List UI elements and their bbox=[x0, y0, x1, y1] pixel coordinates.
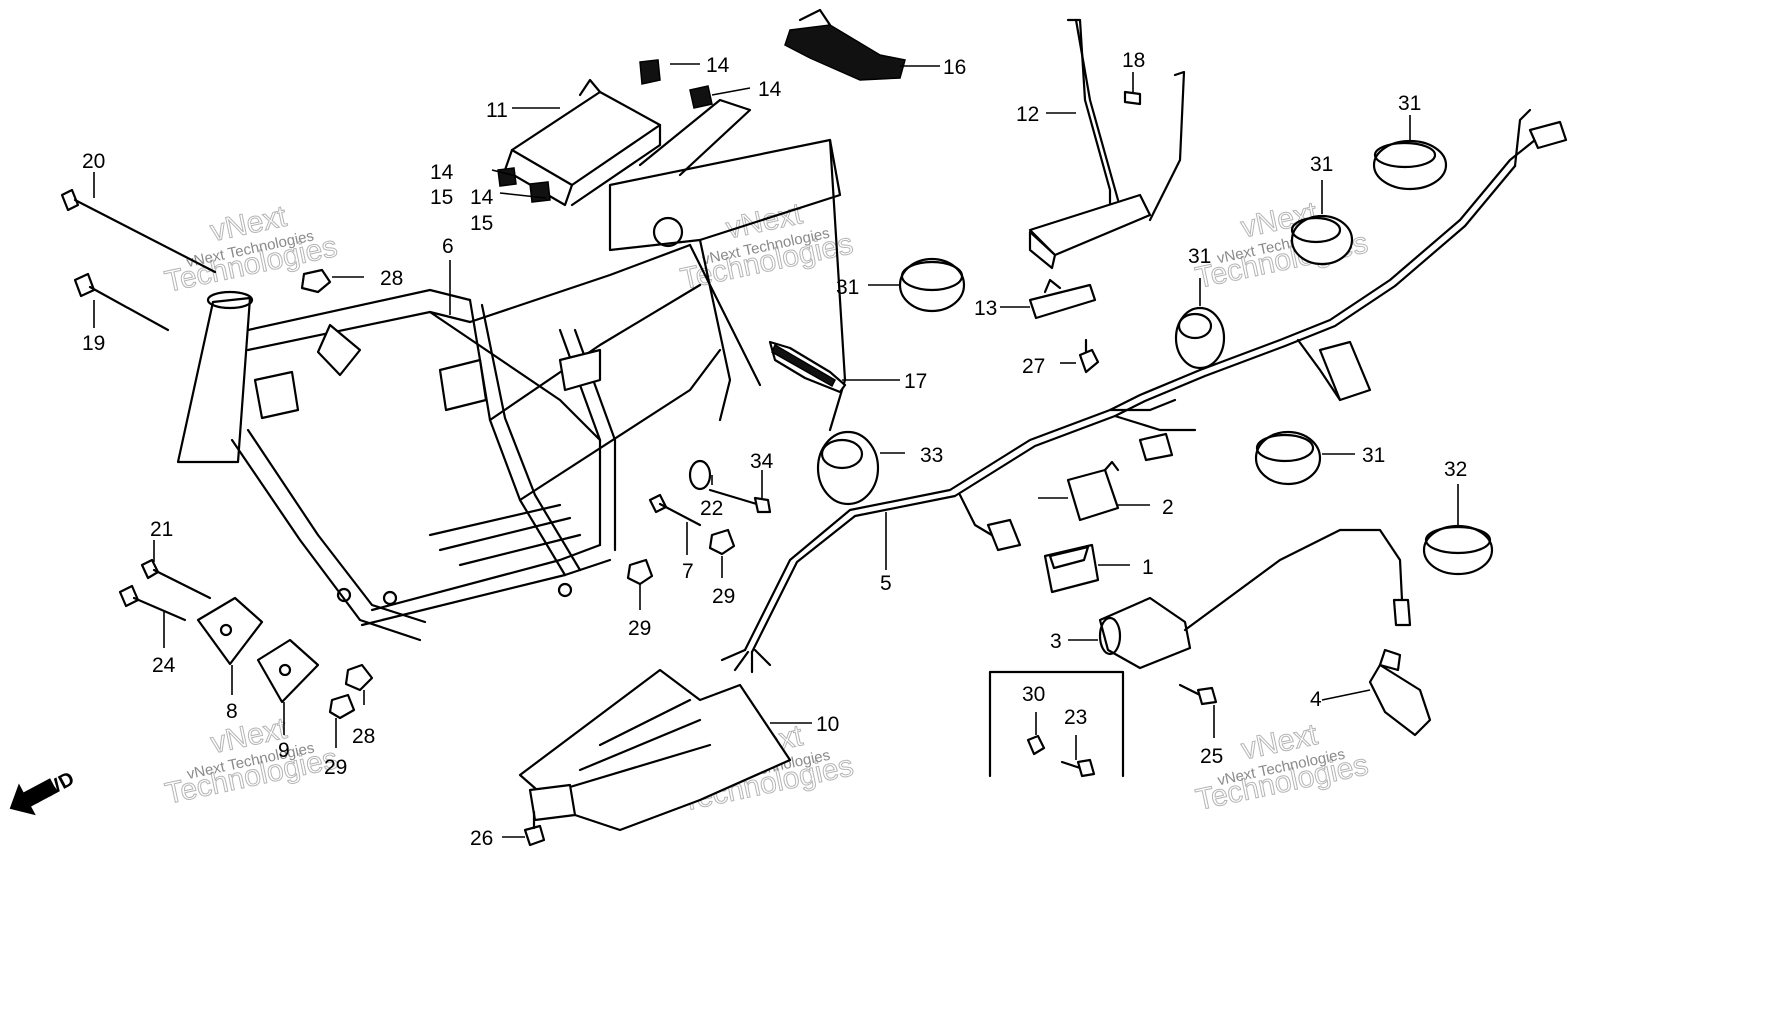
callout-23: 23 bbox=[1064, 706, 1087, 729]
callout-33: 33 bbox=[920, 444, 943, 467]
grommet-26 bbox=[523, 810, 546, 847]
callout-18: 18 bbox=[1122, 49, 1145, 72]
callout-11: 11 bbox=[486, 99, 508, 122]
callout-15-a: 15 bbox=[430, 186, 453, 209]
engine-hanger-9 bbox=[256, 638, 320, 704]
relay-1 bbox=[1043, 543, 1100, 594]
callout-15-b: 15 bbox=[470, 212, 493, 235]
callout-29-c: 29 bbox=[324, 756, 347, 779]
callout-19: 19 bbox=[82, 332, 105, 355]
rubber-14-mid bbox=[497, 167, 517, 187]
bolt-20 bbox=[60, 188, 217, 274]
callout-30: 30 bbox=[1022, 683, 1045, 706]
callout-22: 22 bbox=[700, 497, 723, 520]
band-33 bbox=[816, 430, 880, 506]
tag-18 bbox=[1123, 72, 1142, 106]
rectifier-2 bbox=[1066, 460, 1120, 522]
fwd-arrow-icon: FWD bbox=[9, 768, 79, 816]
callout-25: 25 bbox=[1200, 745, 1223, 768]
screw-25 bbox=[1178, 683, 1218, 706]
callout-3: 3 bbox=[1050, 630, 1062, 653]
callout-21: 21 bbox=[150, 518, 173, 541]
callout-29-b: 29 bbox=[712, 585, 735, 608]
band-31-c bbox=[1290, 214, 1354, 266]
nut-29-left bbox=[328, 693, 356, 720]
bracket-13 bbox=[1028, 278, 1097, 320]
callout-31-b: 31 bbox=[1188, 245, 1211, 268]
rubber-14-top-b bbox=[689, 85, 713, 109]
bracket-12 bbox=[1028, 18, 1186, 270]
clip-27 bbox=[1078, 338, 1100, 374]
main-frame bbox=[176, 98, 847, 642]
callout-1: 1 bbox=[1142, 556, 1154, 579]
callout-13: 13 bbox=[974, 297, 997, 320]
rubber-14-top-a bbox=[639, 59, 661, 85]
callout-9: 9 bbox=[278, 739, 290, 762]
watermark-top-center: vNext Technologies vNext Technologies bbox=[677, 197, 856, 297]
bolt-34 bbox=[708, 488, 772, 514]
nut-28-bottom bbox=[344, 663, 374, 692]
callout-8: 8 bbox=[226, 700, 238, 723]
callout-31-d: 31 bbox=[1398, 92, 1421, 115]
band-31-d bbox=[1372, 139, 1448, 191]
band-31-b bbox=[1174, 306, 1226, 370]
callout-29-a: 29 bbox=[628, 617, 651, 640]
callout-14-c: 14 bbox=[430, 161, 454, 184]
callout-14-a: 14 bbox=[706, 54, 730, 77]
bolt-24 bbox=[118, 584, 187, 622]
nut-29-center bbox=[626, 558, 654, 586]
watermark-bottom-left: vNext Technologies vNext Technologies bbox=[162, 711, 341, 811]
spacer-22 bbox=[688, 459, 712, 491]
nut-28-top bbox=[300, 268, 332, 294]
band-32 bbox=[1422, 524, 1494, 576]
callout-7: 7 bbox=[682, 560, 694, 583]
callout-10: 10 bbox=[816, 713, 839, 736]
fwd-label: FWD bbox=[28, 768, 79, 809]
bolt-7 bbox=[648, 493, 702, 527]
callout-6: 6 bbox=[442, 235, 454, 258]
bolt-19 bbox=[73, 272, 170, 332]
callout-2: 2 bbox=[1162, 496, 1174, 519]
callout-31-e: 31 bbox=[1362, 444, 1385, 467]
callout-16: 16 bbox=[943, 56, 966, 79]
callout-20: 20 bbox=[82, 150, 105, 173]
engine-hanger-8 bbox=[196, 596, 264, 666]
callout-24: 24 bbox=[152, 654, 176, 677]
battery-box-11 bbox=[503, 78, 662, 207]
ignition-coil-3 bbox=[1098, 528, 1412, 670]
band-31-e bbox=[1254, 430, 1322, 486]
callout-34: 34 bbox=[750, 450, 774, 473]
callout-28-a: 28 bbox=[380, 267, 403, 290]
spark-plug-cap-4 bbox=[1368, 648, 1432, 737]
fastener-group-box bbox=[988, 670, 1125, 778]
wire-harness-5 bbox=[720, 108, 1568, 674]
bracket-17 bbox=[768, 340, 847, 394]
callout-4: 4 bbox=[1310, 688, 1322, 711]
callout-12: 12 bbox=[1016, 103, 1039, 126]
callout-14-b: 14 bbox=[758, 78, 782, 101]
band-31-a bbox=[898, 257, 966, 313]
callout-31-c: 31 bbox=[1310, 153, 1333, 176]
under-cover-10 bbox=[518, 668, 792, 832]
bracket-16 bbox=[784, 8, 906, 81]
callout-5: 5 bbox=[880, 572, 892, 595]
leader-lines bbox=[93, 63, 1459, 838]
callout-27: 27 bbox=[1022, 355, 1045, 378]
callout-17: 17 bbox=[904, 370, 927, 393]
callout-31-a: 31 bbox=[836, 276, 859, 299]
callout-26: 26 bbox=[470, 827, 493, 850]
callout-32: 32 bbox=[1444, 458, 1467, 481]
nut-29-right bbox=[708, 528, 736, 556]
callout-28-b: 28 bbox=[352, 725, 375, 748]
rubber-15-mid bbox=[529, 181, 551, 203]
bolt-21 bbox=[140, 558, 212, 600]
callout-14-d: 14 bbox=[470, 186, 494, 209]
